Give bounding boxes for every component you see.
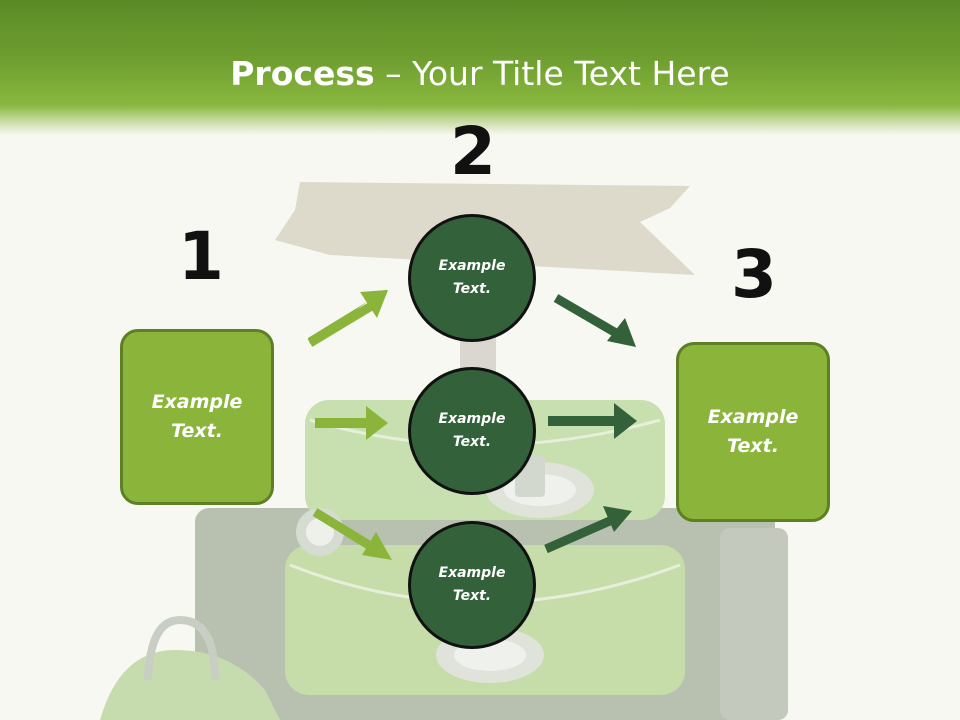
slide-title: Process – Your Title Text Here <box>0 52 960 96</box>
step-3-line2: Text. <box>727 435 779 457</box>
title-bold: Process <box>230 54 375 93</box>
step-1-line1: Example <box>151 391 243 413</box>
title-rest: – Your Title Text Here <box>374 54 730 93</box>
circle-middle-line1: Example <box>438 411 506 427</box>
step-number-2: 2 <box>450 113 496 190</box>
arrow-middle-to-right-head <box>614 403 637 439</box>
circle-bottom-line1: Example <box>438 565 506 581</box>
arrow-left-to-top-head <box>360 290 388 318</box>
arrow-left-to-middle-shaft <box>315 418 369 428</box>
arrow-left-to-top-shaft <box>307 301 376 347</box>
step-number-1: 1 <box>178 218 224 295</box>
arrow-middle-to-right-shaft <box>548 416 618 426</box>
circle-top-line1: Example <box>438 258 506 274</box>
circle-middle-line2: Text. <box>452 434 492 450</box>
title-bar <box>0 0 960 135</box>
step-1-line2: Text. <box>171 420 223 442</box>
arrow-bottom-to-right-head <box>603 506 632 532</box>
arrow-left-to-bottom-shaft <box>312 508 375 551</box>
arrow-top-to-right-shaft <box>553 294 619 337</box>
arrow-top-to-right-head <box>607 318 636 347</box>
arrow-left-to-middle-head <box>366 406 388 440</box>
circle-top-line2: Text. <box>452 281 492 297</box>
arrow-bottom-to-right-shaft <box>544 515 614 554</box>
step-number-3: 3 <box>731 236 777 313</box>
arrow-left-to-bottom-head <box>362 532 392 560</box>
circle-bottom-line2: Text. <box>452 588 492 604</box>
step-3-line1: Example <box>707 406 799 428</box>
